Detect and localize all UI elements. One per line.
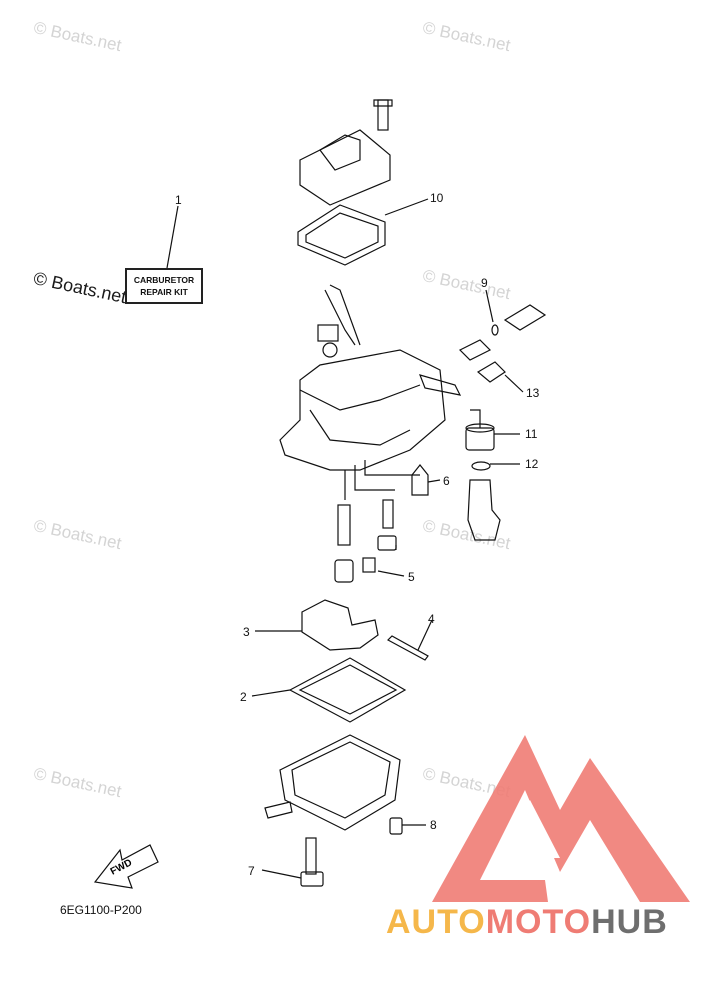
brand-part-hub: HUB	[591, 903, 668, 941]
callout-5: 5	[408, 570, 415, 584]
diagram-code: 6EG1100-P200	[60, 903, 142, 917]
callout-11: 11	[525, 427, 538, 441]
callout-13: 13	[526, 386, 540, 400]
automotohub-logo-mark	[432, 735, 690, 902]
callout-4: 4	[428, 612, 435, 626]
callout-3: 3	[243, 625, 250, 639]
callout-9: 9	[481, 276, 488, 290]
callout-2: 2	[240, 690, 247, 704]
callout-8: 8	[430, 818, 437, 832]
callout-1: 1	[175, 193, 182, 207]
brand-part-auto: AUTO	[386, 903, 486, 941]
callout-10: 10	[430, 191, 444, 205]
automotohub-logo-text: AUTOMOTOHUB	[386, 903, 668, 942]
callout-12: 12	[525, 457, 539, 471]
callout-6: 6	[443, 474, 450, 488]
callout-7: 7	[248, 864, 255, 878]
repair-kit-box: CARBURETOR REPAIR KIT	[125, 268, 203, 304]
repair-kit-line1: CARBURETOR	[133, 275, 195, 285]
repair-kit-line2: REPAIR KIT	[140, 287, 188, 297]
brand-part-moto: MOTO	[485, 903, 592, 941]
